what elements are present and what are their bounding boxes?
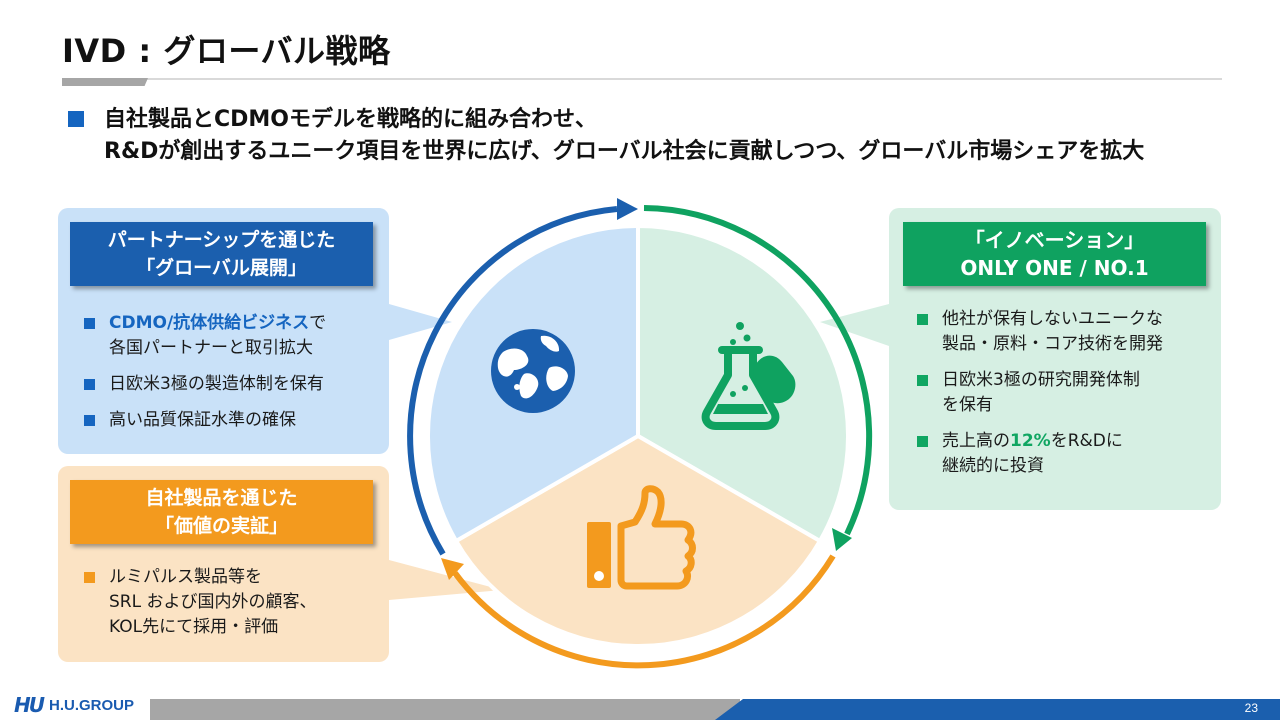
global-header: パートナーシップを通じた 「グローバル展開」 — [70, 222, 373, 286]
global-callout-pointer — [389, 304, 452, 340]
value-callout-pointer — [389, 560, 502, 600]
innovation-header-line-2: ONLY ONE / NO.1 — [960, 256, 1149, 280]
logo-mark: HU — [14, 693, 45, 717]
list-item: 他社が保有しないユニークな 製品・原料・コア技術を開発 — [915, 307, 1215, 357]
innovation-item3-highlight: 12% — [1010, 431, 1051, 451]
innovation-sector — [636, 223, 851, 544]
lead-bullet — [68, 111, 84, 127]
global-item1-highlight: CDMO/抗体供給ビジネス — [109, 313, 310, 333]
value-bullet-list: ルミパルス製品等を SRL および国内外の顧客、 KOL先にて採用・評価 — [82, 565, 382, 651]
value-item1-c: KOL先にて採用・評価 — [109, 617, 279, 637]
list-item: CDMO/抗体供給ビジネスで 各国パートナーと取引拡大 — [82, 311, 382, 361]
list-item: 日欧米3極の研究開発体制 を保有 — [915, 368, 1215, 418]
global-item3: 高い品質保証水準の確保 — [109, 410, 296, 430]
value-cycle-arrowhead — [441, 558, 464, 580]
page-title: IVD : グローバル戦略 — [62, 32, 391, 70]
innovation-item1-b: 製品・原料・コア技術を開発 — [942, 334, 1163, 354]
list-item: 高い品質保証水準の確保 — [82, 408, 382, 433]
value-header-line-1: 自社製品を通じた — [145, 487, 298, 509]
global-header-line-2: 「グローバル展開」 — [136, 257, 307, 279]
lead-line-1: 自社製品とCDMOモデルを戦略的に組み合わせ、 — [104, 107, 598, 132]
lead-line-2: R&Dが創出するユニーク項目を世界に広げ、グローバル社会に貢献しつつ、グローバル… — [104, 139, 1145, 164]
global-header-line-1: パートナーシップを通じた — [107, 229, 336, 251]
innovation-header: 「イノベーション」 ONLY ONE / NO.1 — [903, 222, 1206, 286]
innovation-item2-b: を保有 — [942, 395, 993, 415]
page-number: 23 — [1244, 701, 1258, 715]
innovation-bullet-list: 他社が保有しないユニークな 製品・原料・コア技術を開発 日欧米3極の研究開発体制… — [915, 307, 1215, 490]
value-header: 自社製品を通じた 「価値の実証」 — [70, 480, 373, 544]
footer-bar-gray — [150, 699, 740, 720]
global-cycle-arrowhead — [617, 198, 638, 220]
value-item1-b: SRL および国内外の顧客、 — [109, 592, 317, 612]
thumbs-up-icon — [587, 485, 696, 590]
footer-bar-blue — [715, 699, 1280, 720]
global-item2: 日欧米3極の製造体制を保有 — [109, 374, 324, 394]
innovation-callout-pointer — [820, 304, 889, 346]
value-sector — [453, 433, 823, 648]
list-item: 売上高の12%をR&Dに 継続的に投資 — [915, 429, 1215, 479]
lead-text: 自社製品とCDMOモデルを戦略的に組み合わせ、 R&Dが創出するユニーク項目を世… — [104, 104, 1144, 168]
value-header-line-2: 「価値の実証」 — [154, 515, 288, 537]
global-bullet-list: CDMO/抗体供給ビジネスで 各国パートナーと取引拡大 日欧米3極の製造体制を保… — [82, 311, 382, 444]
globe-icon — [491, 329, 575, 413]
innovation-cycle-arc — [643, 205, 873, 536]
value-cycle-arc — [452, 554, 836, 669]
flask-icon — [701, 322, 796, 430]
innovation-header-line-1: 「イノベーション」 — [964, 228, 1145, 252]
innovation-item1-a: 他社が保有しないユニークな — [942, 309, 1163, 329]
innovation-item3-post: をR&Dに — [1050, 431, 1123, 451]
title-accent-bar — [62, 78, 148, 86]
value-item1-a: ルミパルス製品等を — [109, 567, 262, 587]
innovation-item2-a: 日欧米3極の研究開発体制 — [942, 370, 1140, 390]
list-item: ルミパルス製品等を SRL および国内外の顧客、 KOL先にて採用・評価 — [82, 565, 382, 640]
list-item: 日欧米3極の製造体制を保有 — [82, 372, 382, 397]
company-logo: HU H.U.GROUP — [14, 693, 134, 717]
logo-text: H.U.GROUP — [48, 696, 134, 714]
global-item1-rest-a: で — [309, 313, 327, 333]
innovation-item3-pre: 売上高の — [942, 431, 1010, 451]
global-cycle-arc — [407, 205, 618, 556]
global-item1-rest-b: 各国パートナーと取引拡大 — [109, 338, 313, 358]
title-divider — [62, 78, 1222, 80]
innovation-item3-b: 継続的に投資 — [942, 456, 1044, 476]
innovation-cycle-arrowhead — [832, 528, 852, 551]
